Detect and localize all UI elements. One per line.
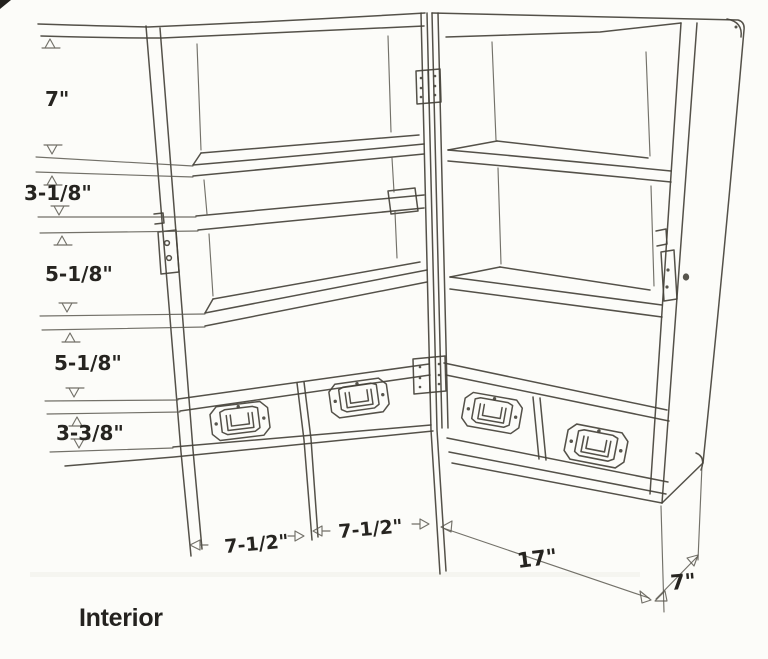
dimension-label-7-1-2b: 7-1/2" [338, 515, 404, 543]
latch-knob [682, 273, 690, 281]
arrow-down-icon [58, 302, 78, 313]
center-post-right-a [431, 12, 443, 429]
arrow-down-icon [65, 387, 85, 398]
left-door-mid-rail [195, 187, 425, 231]
left-door-bottom-edge [64, 430, 434, 467]
right-interior-corner-left [491, 41, 502, 265]
arrow-right-icon [287, 530, 305, 542]
right-case-top-inner [445, 22, 682, 38]
dimension-label-5-1-8a: 5-1/8" [45, 262, 113, 286]
left-door-shelf-1 [192, 134, 425, 177]
dimension-label-7-1-2a: 7-1/2" [224, 530, 290, 558]
right-case-top-and-side [431, 12, 745, 464]
dim-line-7in-depth [655, 556, 698, 600]
left-door [37, 12, 447, 575]
dimension-label-7in: 7" [45, 87, 69, 111]
arrow-up-icon [61, 332, 81, 343]
right-drawer-row [443, 362, 670, 504]
arrow-left-icon [189, 539, 209, 551]
ext-line-front-corner [660, 505, 665, 613]
bottom-hinge [412, 355, 447, 395]
arrow-down-icon [70, 438, 90, 449]
right-stile-inner [649, 22, 682, 495]
dimension-label-7in-depth: 7" [669, 569, 697, 595]
ext-line-back-corner [697, 464, 703, 561]
right-drawer-rail-bottom [445, 374, 670, 422]
left-drawer-row [64, 363, 434, 541]
ext-lines-shelf1 [35, 156, 194, 178]
right-interior-corner-right [645, 51, 655, 287]
ext-lines-drawer-rail [44, 399, 181, 415]
arrow-up-icon [41, 38, 61, 49]
center-post-left-a [420, 12, 441, 575]
dimension-label-3-3-8: 3-3/8" [56, 421, 124, 445]
drawer-pull [327, 376, 391, 420]
left-door-shelf-2 [204, 261, 428, 327]
right-case-bottom-edge [451, 462, 663, 504]
corner-bracket-screw [734, 25, 738, 29]
left-drawer-divider-a [296, 382, 313, 541]
arrow-left-icon [312, 525, 331, 537]
ext-line-bottom-rail [49, 447, 174, 453]
drawer-pull [208, 399, 272, 443]
center-post-left-b [426, 12, 447, 572]
right-case-latch [655, 228, 690, 302]
left-door-stile-outer [145, 25, 192, 557]
ext-lines-shelf2 [39, 313, 206, 331]
scan-corner-mark [0, 0, 11, 9]
left-interior-corner-right [387, 35, 398, 259]
dimension-label-3-1-8: 3-1/8" [24, 181, 92, 205]
left-door-top-outer [37, 12, 426, 28]
arrow-down-icon [43, 144, 63, 155]
arrow-up-icon [53, 235, 73, 246]
left-dimensions: 7" 3-1/8" 5-1/8" 5-1/8" 3-3/8" [24, 38, 206, 453]
arrow-up-icon [43, 175, 63, 186]
right-case-side-bottom [661, 462, 704, 504]
arrow-down-icon [50, 205, 70, 216]
arrow-depth-top-icon [686, 554, 699, 567]
arrow-17-end-icon [639, 590, 652, 604]
dimension-label-17in: 17" [516, 544, 559, 573]
shelf-cleat [387, 187, 419, 215]
right-drawer-rail-top [443, 362, 668, 411]
bottom-dimensions: 7-1/2" 7-1/2" 17" 7" [189, 464, 703, 613]
dimension-label-5-1-8b: 5-1/8" [54, 351, 122, 375]
left-drawer-divider-b [303, 381, 319, 538]
arrow-up-icon [68, 416, 88, 427]
left-interior-corner-left [196, 43, 214, 297]
dim-line-17in [442, 527, 650, 599]
arrow-depth-bottom-icon [654, 590, 668, 602]
right-base-rail [448, 451, 667, 495]
right-drawer-divider-a [532, 396, 540, 460]
top-hinge [415, 68, 442, 105]
figure-caption: Interior [79, 604, 163, 632]
left-door-latch [153, 212, 180, 275]
corner-bracket [726, 18, 742, 38]
left-bottom-rail [172, 424, 432, 448]
right-drawer-bottom-line [446, 437, 669, 483]
scan-streak [30, 572, 640, 577]
left-door-stile-inner [159, 27, 203, 550]
right-stile-outer [661, 22, 698, 504]
ext-lines-rail [37, 216, 199, 234]
arrow-right-icon [411, 518, 430, 530]
right-case [431, 12, 745, 504]
right-drawer-divider-b [539, 397, 547, 461]
drawer-pull [459, 390, 525, 436]
right-case-shelf-2 [449, 266, 663, 318]
left-door-top-inner [40, 25, 425, 39]
right-case-shelf-1 [447, 140, 672, 183]
